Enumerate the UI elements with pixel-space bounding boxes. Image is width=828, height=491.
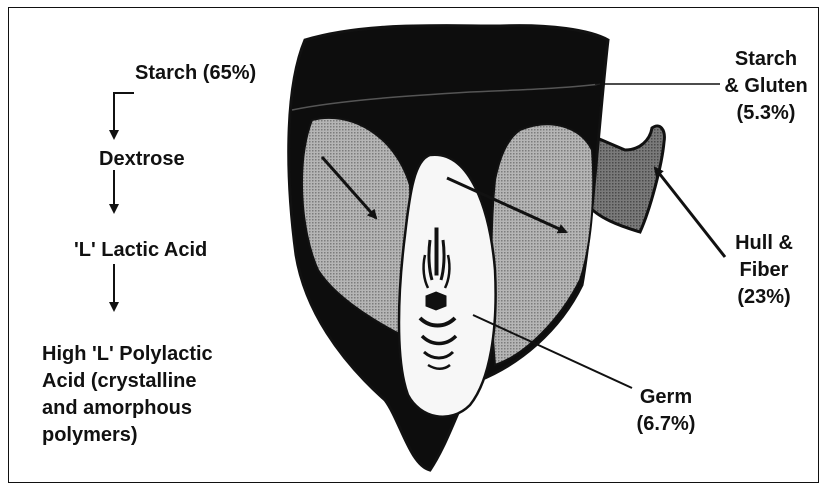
hull-fiber-line-2: Fiber	[724, 257, 804, 284]
germ-line-1: Germ	[616, 384, 716, 411]
polylactic-line-1: High 'L' Polylactic	[42, 341, 213, 368]
dextrose-label: Dextrose	[99, 146, 185, 173]
polylactic-line-2: Acid (crystalline	[42, 368, 213, 395]
starch-gluten-line-1: Starch	[716, 46, 816, 73]
starch-gluten-line-3: (5.3%)	[716, 100, 816, 127]
polylactic-acid-label: High 'L' Polylactic Acid (crystalline an…	[42, 341, 213, 449]
polylactic-line-4: polymers)	[42, 422, 213, 449]
germ-line-2: (6.7%)	[616, 411, 716, 438]
lactic-acid-label: 'L' Lactic Acid	[74, 237, 207, 264]
starch-gluten-line-2: & Gluten	[716, 73, 816, 100]
hull-pointer-arrow	[655, 168, 725, 257]
polylactic-line-3: and amorphous	[42, 395, 213, 422]
hull-fiber-label: Hull & Fiber (23%)	[724, 230, 804, 311]
hull-fiber-line-3: (23%)	[724, 284, 804, 311]
starch-label: Starch (65%)	[135, 60, 256, 87]
germ-label: Germ (6.7%)	[616, 384, 716, 438]
flow-arrow-starch-dextrose	[114, 93, 134, 138]
hull-fiber-line-1: Hull &	[724, 230, 804, 257]
starch-gluten-label: Starch & Gluten (5.3%)	[716, 46, 816, 127]
starch-region-right	[491, 124, 593, 365]
